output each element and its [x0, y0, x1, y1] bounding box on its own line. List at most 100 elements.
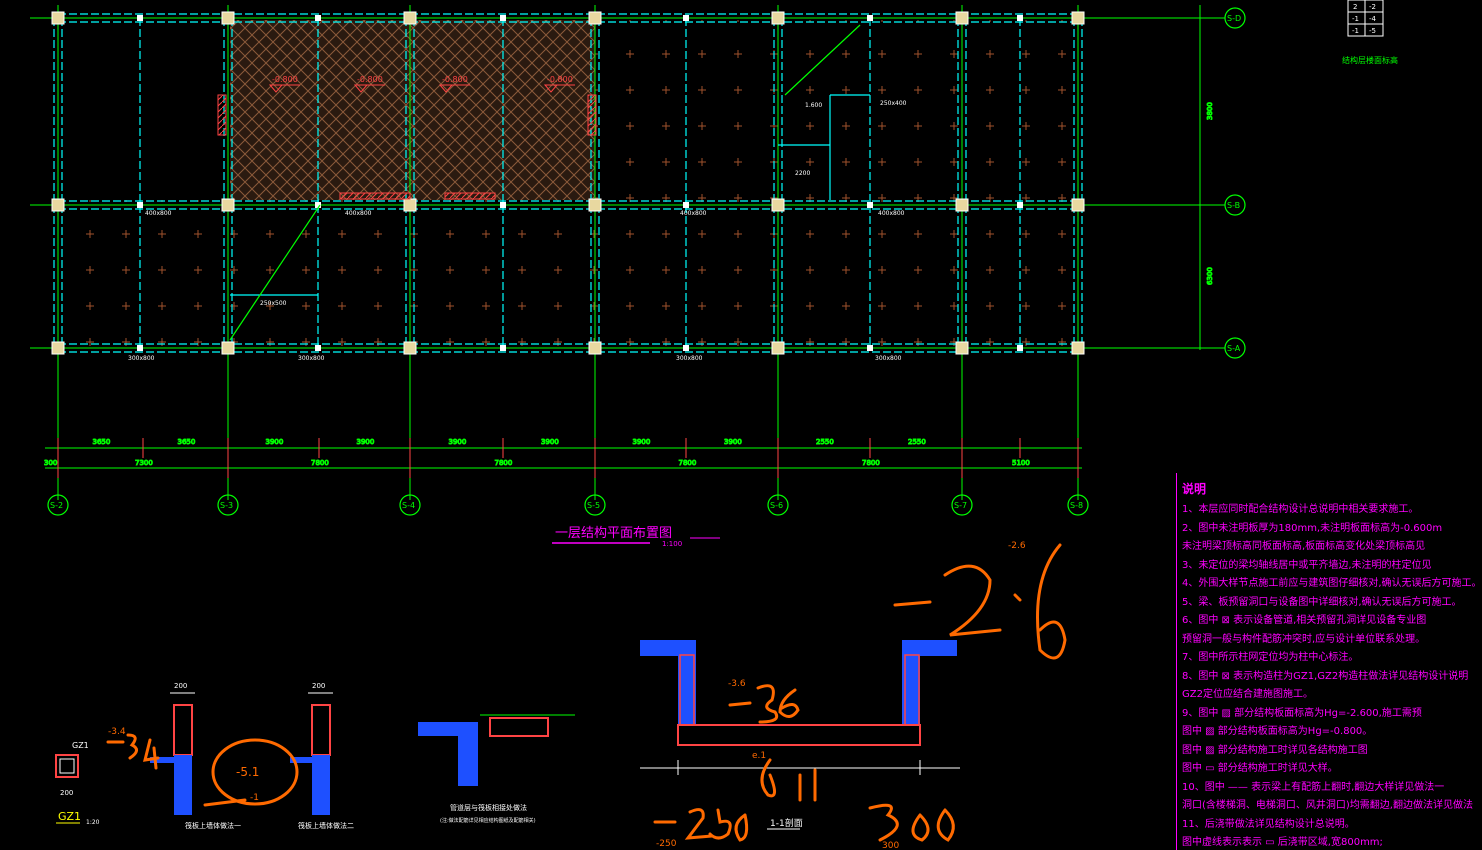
- annot-a2: -3.6: [728, 679, 746, 689]
- pipe-caption: 管道层与筏板相接处做法: [450, 803, 527, 812]
- gz1-scale: 1:20: [86, 819, 100, 826]
- wall1-caption: 筏板上墙体做法一: [185, 821, 241, 830]
- dim-top-label: 2550: [908, 438, 926, 446]
- column-1-2: [221, 341, 235, 355]
- plan-title: 一层结构平面布置图: [555, 526, 672, 541]
- note-line: 4、外围大样节点施工前应与建筑图仔细核对,确认无误后方可施工。: [1182, 578, 1482, 589]
- beam-label: 400x800: [145, 210, 172, 217]
- beam-label: 300x800: [298, 355, 325, 362]
- gz1-caption: GZ1: [58, 810, 81, 823]
- legend-caption: 结构层楼面标高: [1342, 55, 1398, 65]
- sub-column-5-2: [1017, 345, 1023, 351]
- axis-bubble-S-B: [1224, 194, 1246, 216]
- sub-column-2-0: [500, 15, 506, 21]
- column-5-2: [955, 341, 969, 355]
- dim-right-label: 6300: [1206, 267, 1214, 285]
- sub-column-5-1: [1017, 202, 1023, 208]
- sub-column-4-2: [867, 345, 873, 351]
- dim-bottom-label: 7800: [311, 459, 329, 467]
- legend-r0c0: 2: [1353, 3, 1357, 11]
- wall2-dim: 200: [312, 682, 325, 690]
- pipe-section: 管道层与筏板相接处做法 (注:做法配筋详见相应结构图纸及配筋相关): [418, 714, 575, 824]
- annot-a3: e.1: [752, 751, 766, 761]
- note-line: 8、图中 ⊠ 表示构造柱为GZ1,GZ2构造柱做法详见结构设计说明: [1182, 670, 1469, 682]
- gz1-label-top: GZ1: [72, 741, 89, 750]
- diagonal-beams: [229, 24, 861, 341]
- dim-bottom-label: 5100: [1012, 459, 1030, 467]
- elev-label: -0.800: [272, 75, 298, 84]
- note-line: 未注明梁顶标高同板面标高,板面标高变化处梁顶标高见: [1182, 541, 1426, 552]
- column-4-0: [771, 11, 785, 25]
- dim-top-label: 2550: [816, 438, 834, 446]
- handwritten-annotations: [106, 543, 1067, 842]
- column-0-0: [51, 11, 65, 25]
- note-line: 预留洞一般与构件配筋冲突时,应与设计单位联系处理。: [1182, 633, 1426, 645]
- axis-bubble-S-4: [399, 494, 421, 516]
- sub-column-2-1: [500, 202, 506, 208]
- sub-column-3-2: [683, 345, 689, 351]
- column-3-1: [588, 198, 602, 212]
- elev-label: -0.800: [442, 75, 468, 84]
- note-line: 3、未定位的梁均轴线居中或平齐墙边,未注明的柱定位见: [1182, 559, 1432, 571]
- axis-label: S-D: [1227, 14, 1241, 23]
- dim-bottom-label: 7800: [495, 459, 513, 467]
- note-line: 9、图中 ▨ 部分结构板面标高为Hg=-2.600,施工需预: [1182, 707, 1422, 719]
- dim-bottom-label: 7300: [135, 459, 153, 467]
- annot-a4: -3.4: [108, 727, 126, 737]
- beam-label: 400x800: [345, 210, 372, 217]
- annotation-texts: -2.6 -3.6 e.1 -3.4 -5.1 -1 -250 300: [108, 541, 1026, 850]
- note-line: 10、图中 —— 表示梁上有配筋上翻时,翻边大样详见做法一: [1182, 781, 1445, 793]
- note-line: 6、图中 ⊠ 表示设备管道,相关预留孔洞详见设备专业图: [1182, 615, 1427, 626]
- dim-top-label: 3900: [541, 438, 559, 446]
- axis-bubble-S-6: [767, 494, 789, 516]
- dim-top-label: 3900: [633, 438, 651, 446]
- section-1-1: 1-1剖面: [640, 640, 960, 830]
- annot-a8: 300: [882, 841, 899, 850]
- column-6-2: [1071, 341, 1085, 355]
- red-wall-marks: [217, 94, 597, 200]
- note-line: 图中 ▨ 部分结构板面标高为Hg=-0.800。: [1182, 726, 1373, 737]
- plan-scale: 1:100: [662, 540, 682, 548]
- beam-label: 300x800: [875, 355, 902, 362]
- axis-bubble-S-8: [1067, 494, 1089, 516]
- column-3-0: [588, 11, 602, 25]
- legend-r2c0: -1: [1352, 27, 1359, 35]
- elevation-markers: -0.800-0.800-0.800-0.800: [268, 75, 575, 93]
- dim-top-label: 3900: [449, 438, 467, 446]
- sub-column-2-2: [500, 345, 506, 351]
- column-0-2: [51, 341, 65, 355]
- axis-label: S-6: [770, 501, 783, 510]
- column-5-0: [955, 11, 969, 25]
- section-11-caption: 1-1剖面: [770, 817, 803, 829]
- beam-label: 2200: [795, 170, 810, 177]
- legend-r2c1: -5: [1369, 27, 1376, 35]
- plan-title-group: 一层结构平面布置图 1:100: [552, 526, 720, 548]
- column-5-1: [955, 198, 969, 212]
- wall-section-1: 200 筏板上墙体做法一: [150, 682, 241, 830]
- dim-top-label: 3900: [357, 438, 375, 446]
- column-2-1: [403, 198, 417, 212]
- axis-label: S-2: [50, 501, 63, 510]
- note-line: 5、梁、板预留洞口与设备图中详细核对,确认无误后方可施工。: [1182, 596, 1462, 608]
- axis-bubble-S-D: [1224, 7, 1246, 29]
- axis-bubble-S-7: [951, 494, 973, 516]
- dim-bottom-label: 7800: [862, 459, 880, 467]
- note-line: 1、本层应同时配合结构设计总说明中相关要求施工。: [1182, 504, 1419, 515]
- legend-r0c1: -2: [1369, 3, 1376, 11]
- column-2-2: [403, 341, 417, 355]
- column-markers: [51, 11, 1085, 355]
- slab-fills: [58, 20, 1078, 350]
- axis-label: S-A: [1227, 344, 1241, 353]
- column-2-0: [403, 11, 417, 25]
- beam-label: 300x800: [676, 355, 703, 362]
- beam-lines: [53, 13, 1083, 353]
- sub-column-1-2: [315, 345, 321, 351]
- sub-column-1-0: [315, 15, 321, 21]
- wall2-caption: 筏板上墙体做法二: [298, 821, 354, 830]
- pipe-subcaption: (注:做法配筋详见相应结构图纸及配筋相关): [440, 817, 536, 824]
- column-0-1: [51, 198, 65, 212]
- wall1-dim: 200: [174, 682, 187, 690]
